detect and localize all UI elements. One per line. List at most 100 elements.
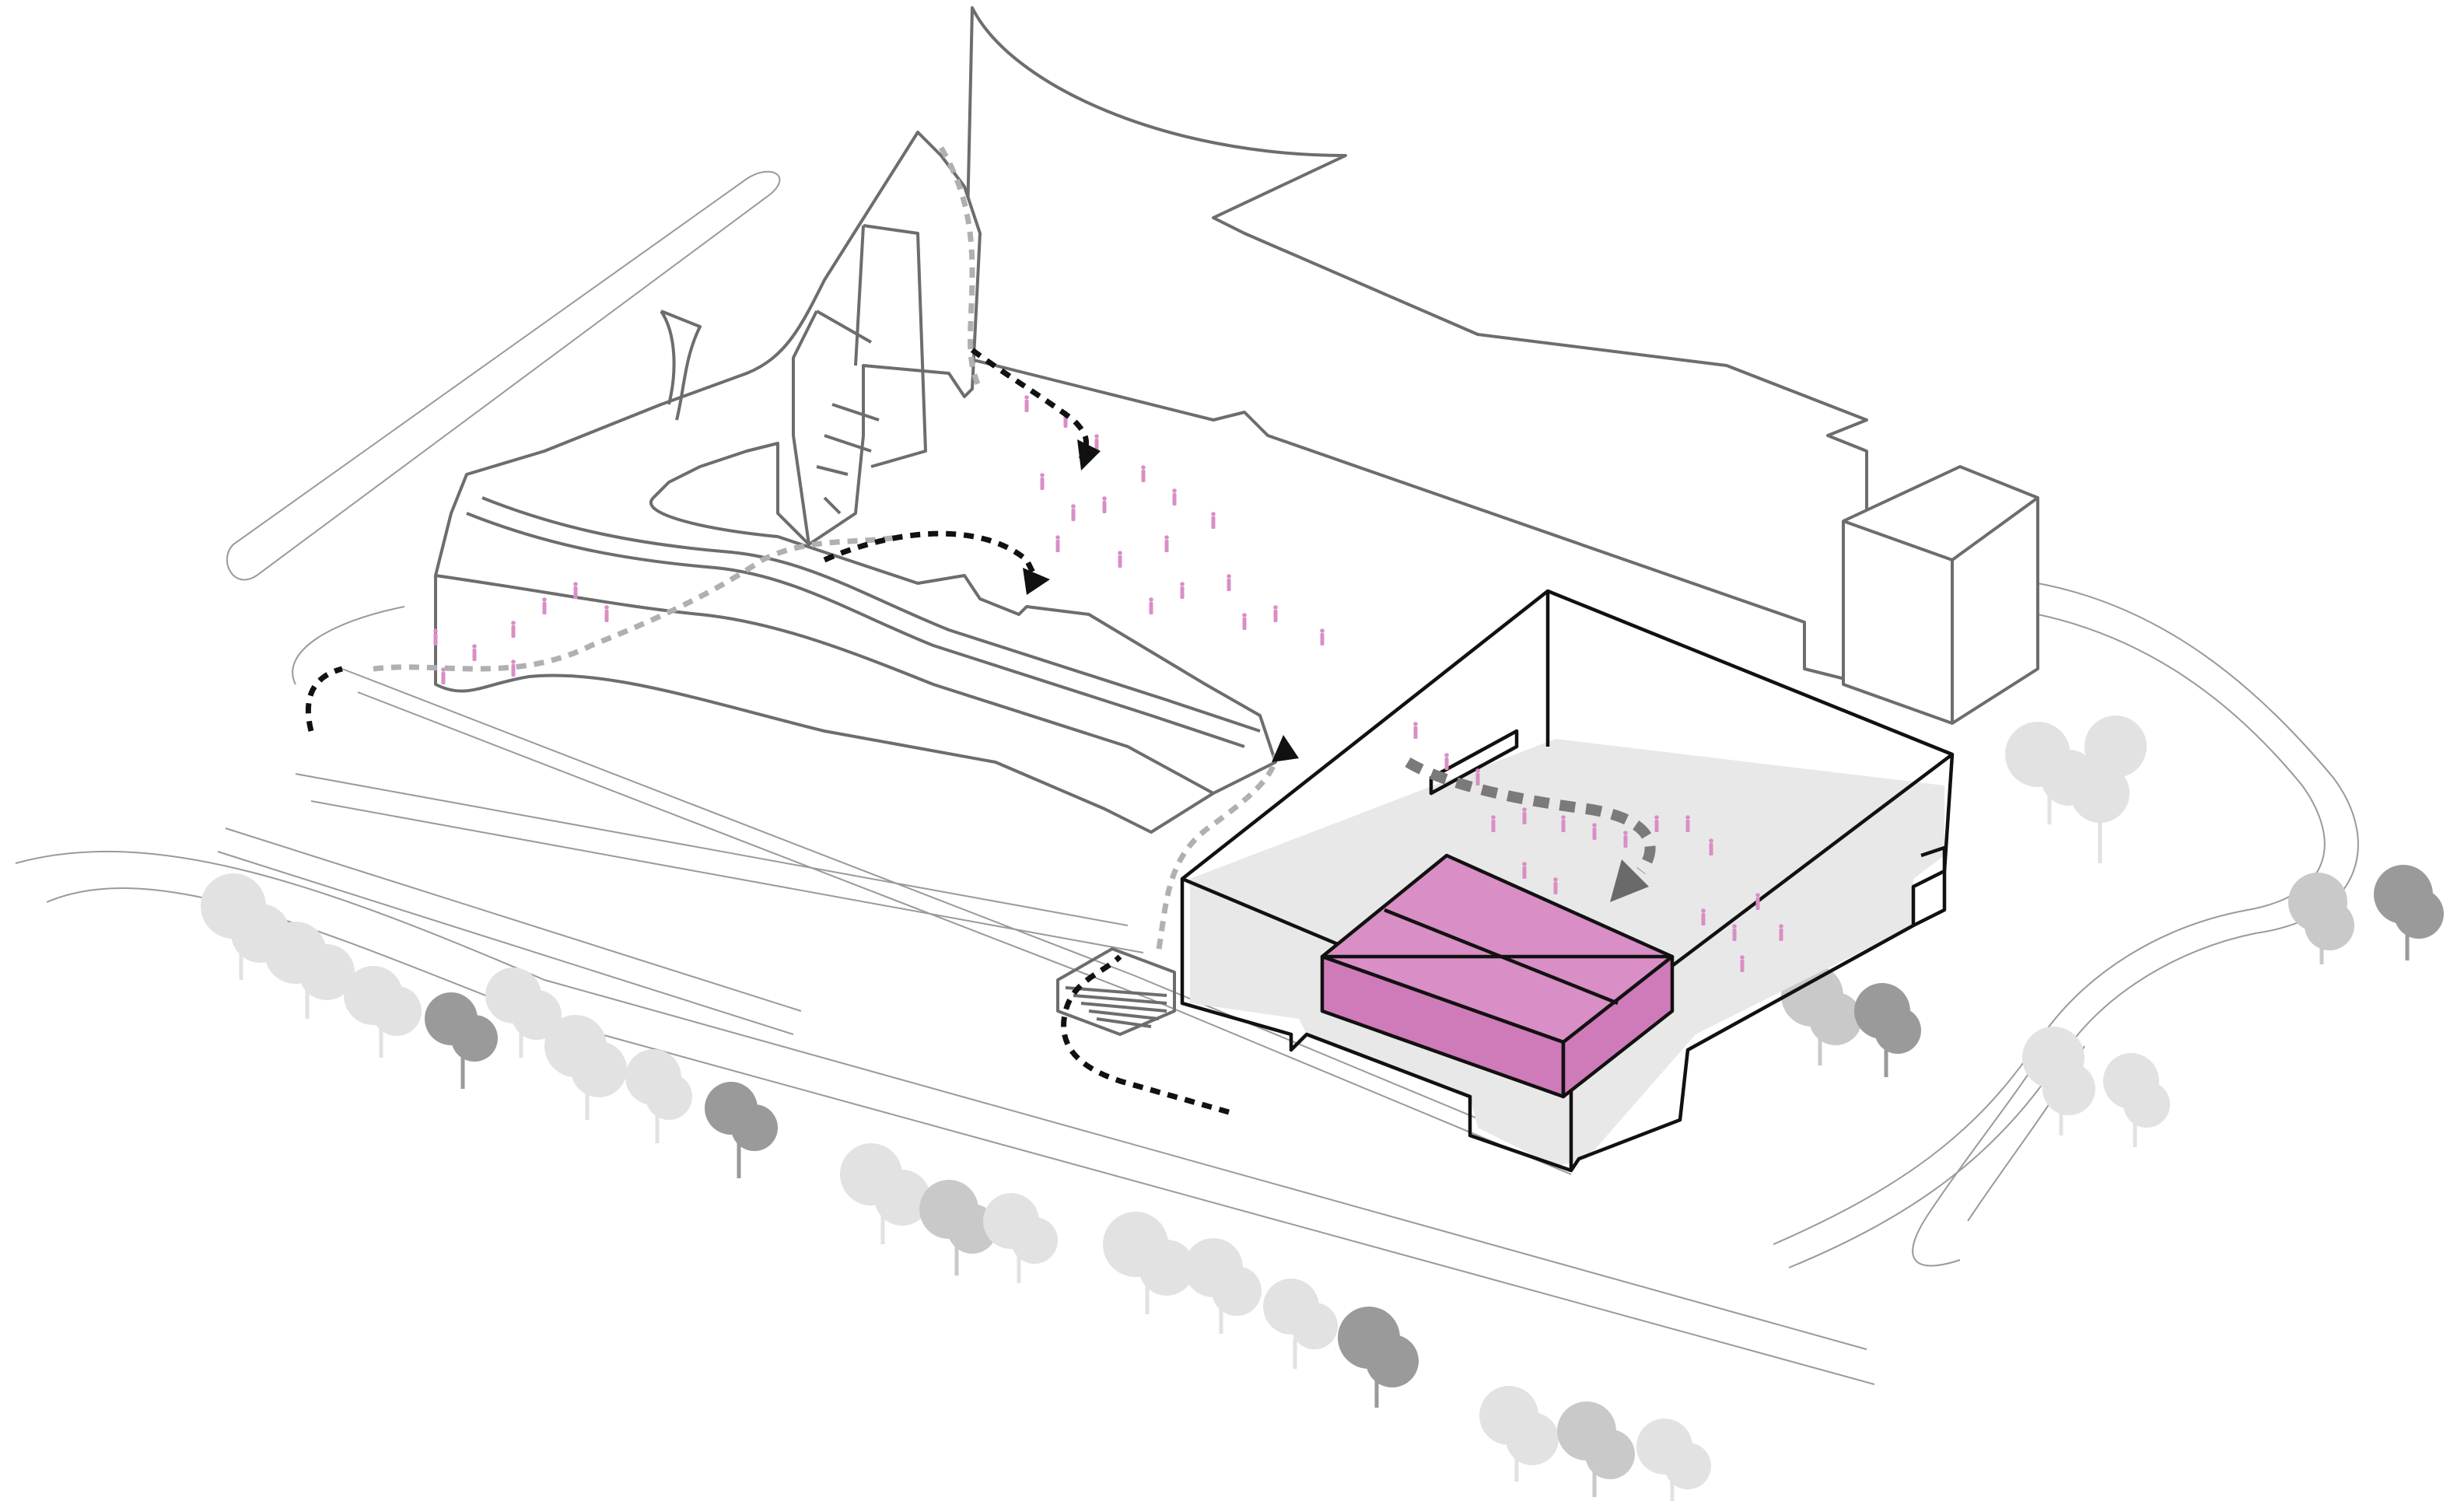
person-icon <box>1149 597 1153 614</box>
tree-icon <box>1636 1419 1711 1501</box>
road-lane-4 <box>217 851 794 1035</box>
road-lane-8 <box>357 691 1572 1175</box>
primary-path-left <box>305 666 343 732</box>
stairs-outline <box>1056 947 1176 1036</box>
secondary-path-left <box>373 534 903 672</box>
arrow-head-icon <box>1610 859 1649 902</box>
person-icon <box>1522 862 1527 879</box>
person-icon <box>1172 488 1177 506</box>
existing-curved-building-tower <box>816 224 927 468</box>
person-icon <box>1180 582 1185 599</box>
road-lane-7 <box>341 668 1556 1152</box>
road-lane-3 <box>225 827 802 1012</box>
tree-icon <box>1103 1212 1195 1314</box>
tree-icon <box>1854 983 1921 1077</box>
person-icon <box>1740 955 1745 972</box>
new-building-outline <box>1180 589 1955 1173</box>
person-icon <box>1444 753 1449 770</box>
person-icon <box>511 621 516 638</box>
arrow-head-icon <box>1272 735 1299 762</box>
road-lane-1 <box>295 773 1129 926</box>
person-icon <box>1475 768 1480 785</box>
tree-icon <box>201 873 290 980</box>
tree-icon <box>544 1015 627 1120</box>
person-icon <box>1141 465 1146 482</box>
tree-icon <box>264 922 355 1019</box>
person-icon <box>1320 628 1325 646</box>
existing-tower-annex-edge <box>1843 496 2039 723</box>
person-icon <box>511 660 516 677</box>
tree-icon <box>1263 1279 1338 1369</box>
person-icon <box>1273 605 1278 622</box>
tree-icon <box>705 1082 778 1178</box>
people-group <box>433 395 1783 972</box>
person-icon <box>441 667 446 684</box>
new-building-left-notch <box>1429 729 1519 796</box>
primary-path-top <box>970 348 1090 460</box>
road-right-loop-outer <box>1788 583 2359 1268</box>
existing-curved-building-fan <box>792 310 849 545</box>
new-building-right-notch <box>1912 845 1947 928</box>
person-icon <box>1211 512 1216 529</box>
secondary-path-top <box>938 146 983 390</box>
road-lane-5 <box>15 850 1867 1350</box>
stairs-step-lines <box>1065 986 1167 1028</box>
tree-icon <box>625 1049 692 1143</box>
road-network <box>15 170 2359 1385</box>
person-icon <box>1055 535 1060 552</box>
person-icon <box>1491 815 1496 832</box>
highlight-volume-mid-line <box>1384 908 1619 1006</box>
arrow-head-icon <box>1077 439 1101 471</box>
tree-icon <box>1338 1307 1419 1408</box>
person-icon <box>1709 838 1713 855</box>
person-icon <box>573 582 578 599</box>
existing-curved-building-terrace-1 <box>466 512 1245 748</box>
person-icon <box>1732 924 1737 941</box>
entrance-stairs <box>1056 947 1176 1036</box>
person-icon <box>1413 722 1418 739</box>
tree-icon <box>1557 1401 1635 1497</box>
person-icon <box>1227 574 1231 591</box>
person-icon <box>1685 815 1690 832</box>
tree-icon <box>2103 1053 2170 1147</box>
person-icon <box>542 597 547 614</box>
highlight-volume-front-right <box>1561 954 1675 1099</box>
person-icon <box>1522 807 1527 824</box>
tree-icon <box>2022 1027 2095 1135</box>
person-icon <box>1094 434 1099 451</box>
person-icon <box>1024 395 1029 412</box>
tree-icon <box>2374 865 2444 960</box>
existing-curved-building-lower-edge <box>435 574 1214 795</box>
existing-tower-roof <box>963 6 1868 686</box>
existing-curved-building-terrace-2 <box>481 496 1261 733</box>
tree-icon <box>983 1193 1058 1283</box>
arrow-head-icon <box>1023 568 1050 595</box>
road-edge-left-curb <box>292 606 405 685</box>
tree-icon <box>2070 716 2147 863</box>
primary-path-middle <box>823 530 1038 577</box>
existing-curved-building <box>434 131 1277 834</box>
person-icon <box>1779 924 1783 941</box>
tree-icon <box>840 1143 930 1244</box>
highlight-volume <box>1320 853 1675 1099</box>
arrow-heads <box>1023 439 1649 902</box>
person-icon <box>1755 893 1760 910</box>
secondary-path-entrance <box>1156 754 1279 950</box>
person-icon <box>1242 613 1247 630</box>
tree-icon <box>2288 873 2354 964</box>
tree-icon <box>344 966 422 1058</box>
person-icon <box>1040 473 1045 490</box>
road-lane-2 <box>310 800 1144 953</box>
person-icon <box>1654 815 1659 832</box>
person-icon <box>1164 535 1169 552</box>
tree-icon <box>1479 1386 1559 1482</box>
person-icon <box>1118 551 1122 568</box>
person-icon <box>1623 831 1628 848</box>
person-icon <box>433 628 438 646</box>
person-icon <box>1553 877 1558 894</box>
person-icon <box>1071 504 1076 521</box>
tree-icon <box>425 992 498 1089</box>
person-icon <box>472 644 477 661</box>
road-right-loop-inner <box>1773 614 2326 1245</box>
